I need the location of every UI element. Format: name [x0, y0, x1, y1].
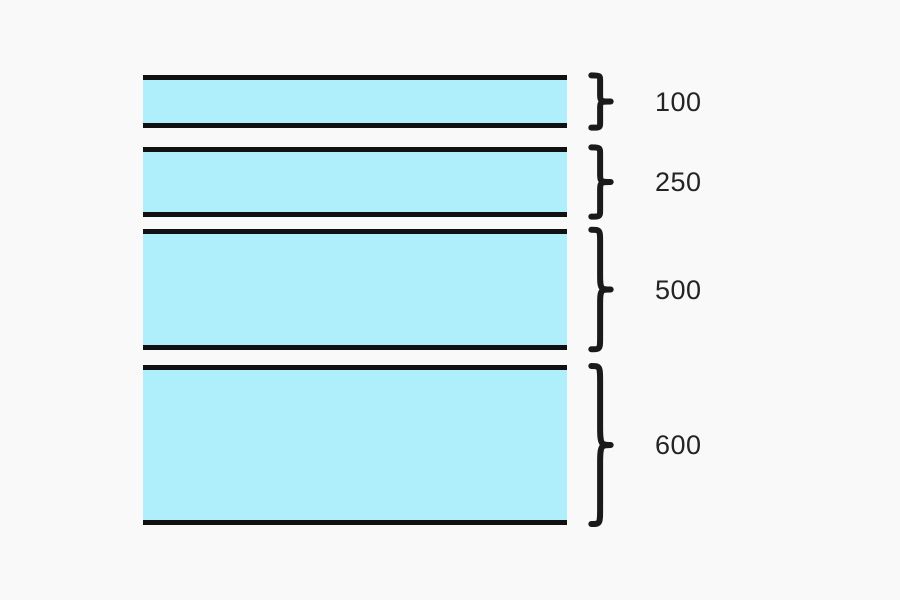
bar-value-label-250: 250: [655, 167, 702, 197]
layer-bar-600: [143, 365, 567, 525]
bar-value-label-500: 500: [655, 274, 702, 305]
curly-brace-icon: [590, 75, 612, 128]
bar-value-label-600: 600: [655, 430, 702, 460]
bar-value-label-100: 100: [655, 86, 702, 117]
layer-bar-250: [143, 147, 567, 217]
curly-brace-icon: [590, 365, 612, 525]
curly-brace-icon: [590, 229, 612, 350]
curly-brace-icon: [590, 147, 612, 217]
layer-bar-100: [143, 75, 567, 128]
layer-bar-500: [143, 229, 567, 350]
